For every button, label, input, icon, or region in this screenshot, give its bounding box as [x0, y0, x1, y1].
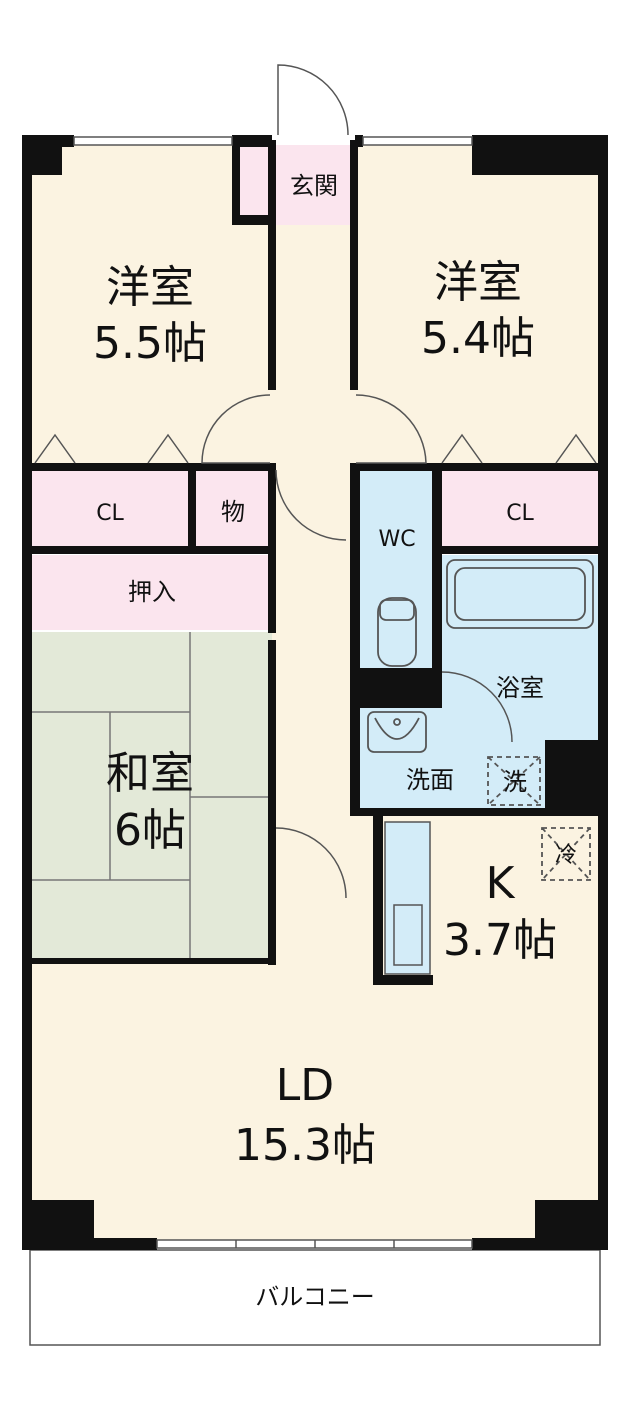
entrance-door	[277, 64, 349, 136]
fridge-box	[541, 827, 591, 881]
labels: 洋室 5.5帖 洋室 5.4帖 玄関 CL 物 CL 押入 WC 浴室 洗面 洗…	[93, 172, 577, 1311]
western-left-size: 5.5帖	[93, 318, 207, 369]
bathroom-label: 浴室	[496, 674, 544, 702]
storage-label: 物	[221, 498, 245, 526]
fixtures	[367, 559, 594, 881]
closet-left-floor	[30, 470, 188, 547]
windows	[73, 136, 473, 1249]
doors	[34, 64, 597, 899]
bath-door	[441, 671, 513, 743]
western-left-door	[201, 394, 271, 464]
western-right-floor	[355, 140, 600, 468]
floor-areas	[29, 140, 601, 1346]
washer-label: 洗	[503, 768, 527, 796]
hall-door	[275, 469, 347, 541]
western-left-floor	[30, 140, 272, 468]
washer-box	[487, 756, 541, 806]
wash-basin	[367, 711, 427, 753]
tatami-mats	[30, 632, 272, 962]
closet-left-label: CL	[96, 501, 124, 526]
sink	[393, 904, 423, 966]
washroom-floor	[360, 708, 545, 810]
western-right-name: 洋室	[434, 257, 522, 308]
fridge-label: 冷	[555, 843, 577, 868]
oshiire-label: 押入	[128, 578, 176, 606]
walls	[22, 135, 608, 1250]
western-right-size: 5.4帖	[421, 313, 535, 364]
kitchen-name: K	[486, 858, 516, 909]
japanese-name: 和室	[106, 748, 194, 799]
wc-label: WC	[378, 527, 415, 552]
western-right-door	[355, 394, 427, 464]
japanese-size: 6帖	[114, 805, 186, 856]
tatami-floor-cover	[30, 815, 272, 962]
ld-size: 15.3帖	[234, 1120, 376, 1171]
kitchen-size: 3.7帖	[443, 915, 557, 966]
oshiire-floor	[30, 555, 272, 630]
balcony-floor	[29, 1249, 601, 1346]
bathtub	[446, 559, 594, 629]
closet-right-label: CL	[506, 501, 534, 526]
wc-floor	[360, 470, 432, 670]
storage-floor	[196, 470, 272, 547]
western-left-name: 洋室	[106, 262, 194, 313]
balcony-label: バルコニー	[255, 1283, 375, 1311]
closet-right-floor	[440, 470, 600, 547]
ld-door	[275, 827, 347, 899]
entrance-label: 玄関	[290, 172, 338, 200]
washroom-label: 洗面	[406, 766, 454, 794]
hallway-floor	[272, 225, 355, 825]
toilet	[377, 597, 417, 667]
ld-name: LD	[276, 1060, 334, 1111]
entrance-floor	[238, 145, 350, 225]
